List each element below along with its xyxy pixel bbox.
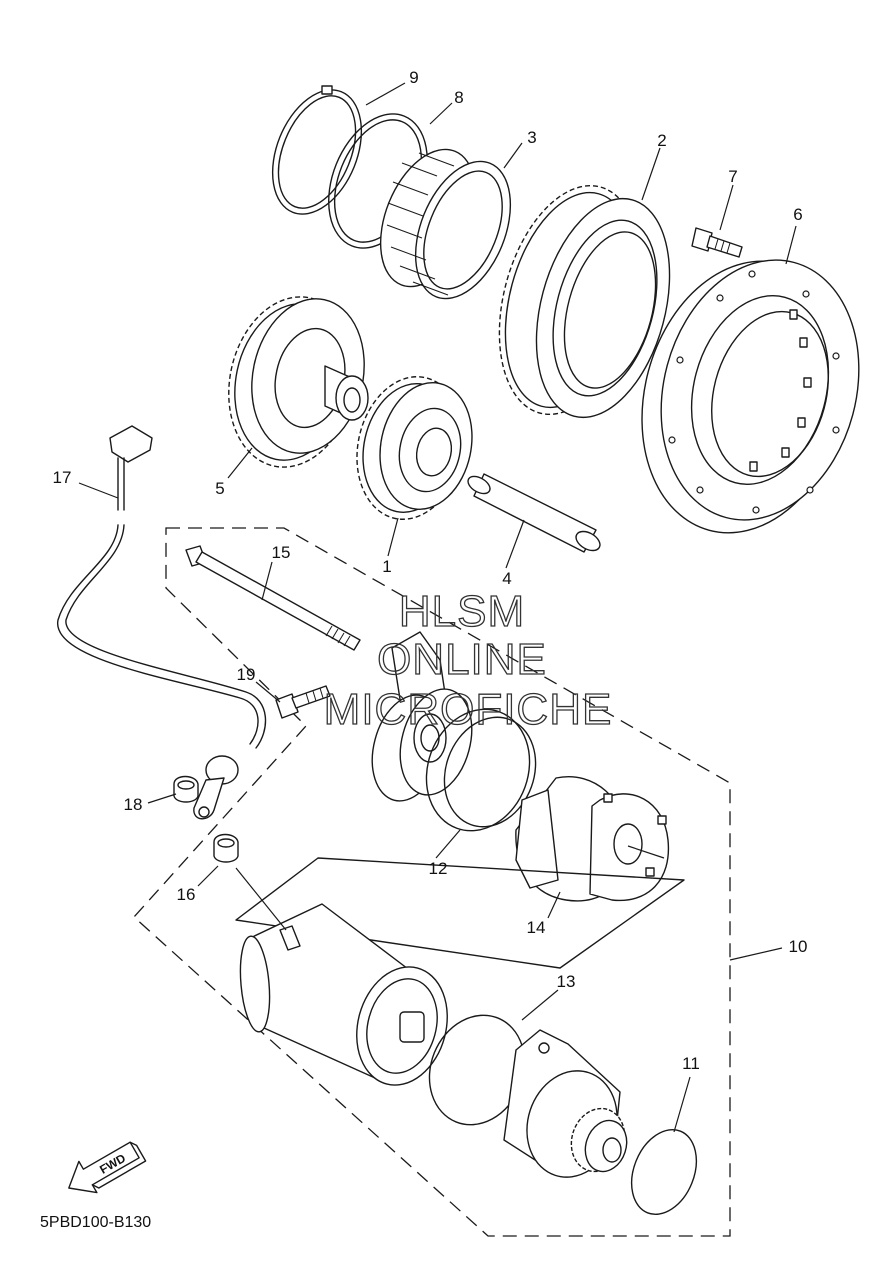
part-17-cable [57, 425, 267, 820]
callout-17: 17 [53, 468, 72, 487]
part-2-idler-gear [498, 185, 671, 419]
watermark-line-1: HLSM [399, 587, 525, 636]
part-5-gear [228, 296, 369, 468]
callout-3: 3 [527, 128, 536, 147]
watermark-line-3: MICROFICHE [324, 685, 613, 734]
part-15-long-bolt [185, 545, 361, 651]
leader-lines [78, 82, 797, 1133]
callout-18: 18 [124, 795, 143, 814]
part-11-o-ring [630, 1128, 698, 1216]
callout-2: 2 [657, 131, 666, 150]
diagram-code: 5PBD100-B130 [40, 1214, 151, 1231]
part-19-bolt [275, 685, 331, 719]
fwd-arrow: FWD [68, 1141, 147, 1194]
part-9-snap-ring [271, 85, 363, 215]
part-6-housing [641, 259, 860, 534]
part-3-one-way-clutch [379, 148, 512, 300]
callout-16: 16 [177, 885, 196, 904]
callout-7: 7 [728, 167, 737, 186]
callout-11: 11 [682, 1054, 700, 1073]
callout-14: 14 [527, 918, 546, 937]
starter-rear-cover [503, 1029, 628, 1178]
part-4-shaft [467, 473, 601, 553]
callout-1: 1 [382, 557, 391, 576]
callout-19: 19 [237, 665, 256, 684]
part-1-gear [356, 376, 473, 520]
part-16-nut [213, 833, 239, 863]
part-12-o-ring [425, 708, 537, 832]
callout-5: 5 [215, 479, 224, 498]
watermark: HLSM ONLINE MICROFICHE [323, 586, 613, 734]
callout-15: 15 [272, 543, 291, 562]
callout-6: 6 [793, 205, 802, 224]
part-7-bolt [691, 227, 743, 258]
part-18-nut [173, 775, 199, 803]
starter-motor-body [239, 903, 448, 1086]
watermark-line-2: ONLINE [377, 635, 547, 684]
starter-assembly-boundary [133, 527, 731, 1237]
callout-12: 12 [429, 859, 448, 878]
motor-group-outline [235, 857, 685, 969]
part-14-brush-plate [515, 776, 670, 902]
callout-9: 9 [409, 68, 418, 87]
callout-10: 10 [789, 937, 808, 956]
callouts: 9 8 3 2 7 6 5 1 4 17 15 19 18 16 12 14 1… [53, 68, 808, 1073]
callout-8: 8 [454, 88, 463, 107]
callout-13: 13 [557, 972, 576, 991]
callout-4: 4 [502, 569, 511, 588]
